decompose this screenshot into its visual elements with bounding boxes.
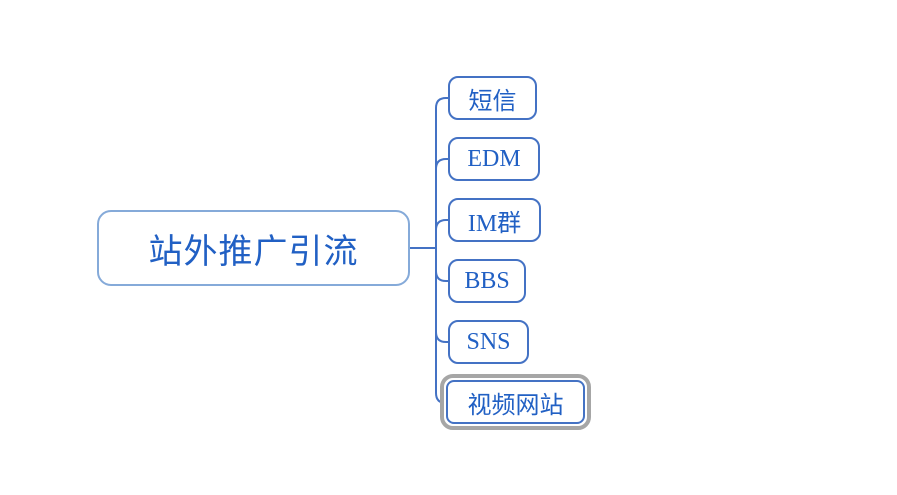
connector-branch-im-group <box>435 219 449 231</box>
child-node-sns[interactable]: SNS <box>448 320 529 364</box>
child-node-edm-label: EDM <box>467 145 521 172</box>
selection-ring: 视频网站 <box>440 374 591 430</box>
child-node-sns-label: SNS <box>466 328 511 355</box>
child-node-im-group[interactable]: IM群 <box>448 198 541 242</box>
child-node-video-sites[interactable]: 视频网站 <box>446 380 585 424</box>
child-node-bbs-label: BBS <box>464 267 510 294</box>
root-node[interactable]: 站外推广引流 <box>97 210 410 286</box>
child-node-bbs[interactable]: BBS <box>448 259 526 303</box>
child-node-video-sites-label: 视频网站 <box>467 392 564 419</box>
connector-branch-sns <box>435 331 449 343</box>
child-node-edm[interactable]: EDM <box>448 137 540 181</box>
connector-branch-bbs <box>435 270 449 282</box>
child-node-sms-label: 短信 <box>468 88 517 115</box>
root-node-label: 站外推广引流 <box>148 233 359 271</box>
connector-branch-edm <box>435 158 449 170</box>
child-node-sms[interactable]: 短信 <box>448 76 537 120</box>
connector-spine-upper <box>435 97 449 249</box>
child-node-im-group-label: IM群 <box>467 210 522 237</box>
